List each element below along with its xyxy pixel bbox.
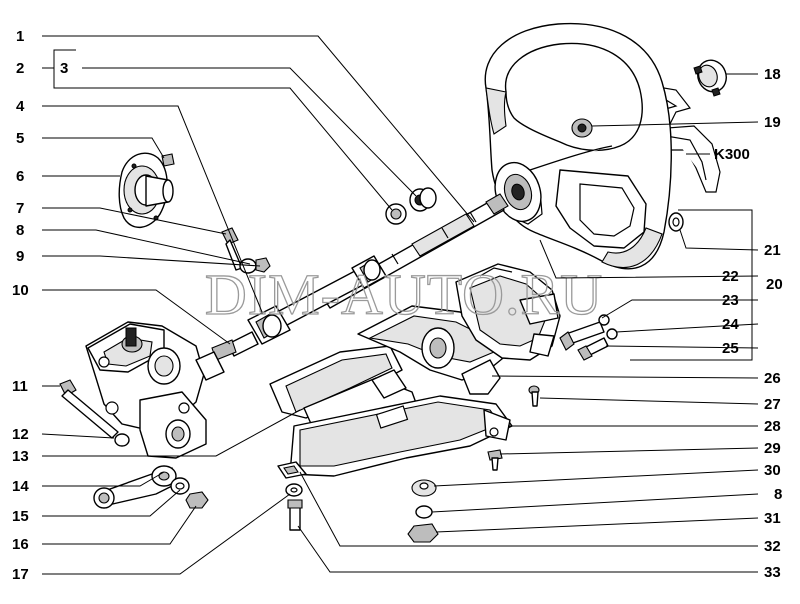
- fasteners-right-stack: [407, 479, 439, 543]
- callout-14: 14: [12, 478, 29, 495]
- upper-column-housing: [455, 263, 561, 361]
- steering-wheel: [484, 22, 672, 270]
- callout-9: 9: [16, 248, 24, 265]
- callout-25: 25: [722, 340, 739, 357]
- callout-12: 12: [12, 426, 29, 443]
- leader-lines: [41, 35, 759, 575]
- callout-17: 17: [12, 566, 29, 583]
- callout-26: 26: [764, 370, 781, 387]
- callout-10: 10: [12, 282, 29, 299]
- fasteners-bottom-stack: [277, 461, 307, 531]
- callout-11: 11: [12, 378, 28, 395]
- callout-33: 33: [764, 564, 781, 581]
- callout-18: 18: [764, 66, 781, 83]
- callout-31: 31: [764, 510, 781, 527]
- label-k300: K300: [714, 146, 750, 163]
- housing-bolts-right: [559, 314, 618, 361]
- callout-32: 32: [764, 538, 781, 555]
- callouts-left: 1 2 3 4 5 6 7 8 9 10 11 12 13 14 15 16 1…: [12, 28, 68, 583]
- callout-21: 21: [764, 242, 781, 259]
- watermark-text: DIM-AUTO.RU: [205, 262, 603, 327]
- bolt-29: [487, 449, 503, 471]
- bushings: [385, 187, 437, 225]
- screw-27: [528, 385, 540, 407]
- callout-20: 20: [766, 276, 783, 293]
- callout-29: 29: [764, 440, 781, 457]
- callout-27: 27: [764, 396, 781, 413]
- callout-2: 2: [16, 60, 24, 77]
- callout-6: 6: [16, 168, 24, 185]
- callout-1: 1: [16, 28, 24, 45]
- callout-7: 7: [16, 200, 24, 217]
- mounting-flange: [118, 152, 175, 228]
- callout-16: 16: [12, 536, 29, 553]
- callout-5: 5: [16, 130, 24, 147]
- steering-gearbox: [85, 321, 225, 459]
- callout-4: 4: [16, 98, 25, 115]
- washer-21: [668, 212, 684, 232]
- callout-19: 19: [764, 114, 781, 131]
- callout-3: 3: [60, 60, 68, 77]
- intermediate-shaft: [211, 255, 387, 361]
- callout-28: 28: [764, 418, 781, 435]
- callout-8-right: 8: [774, 486, 782, 503]
- washer-and-nut-left: [170, 477, 209, 509]
- callout-24: 24: [722, 316, 739, 333]
- callout-8-left: 8: [16, 222, 24, 239]
- horn-cap: [693, 59, 727, 97]
- column-mounting-bracket: [269, 345, 513, 477]
- callout-13: 13: [12, 448, 29, 465]
- callouts-right: 18 19 K300 21 20 22 23 24 25 26 27 28 29…: [714, 66, 783, 581]
- callout-23: 23: [722, 292, 739, 309]
- callout-15: 15: [12, 508, 29, 525]
- clamp-bolt: [221, 227, 271, 274]
- callout-30: 30: [764, 462, 781, 479]
- callout-22: 22: [722, 268, 739, 285]
